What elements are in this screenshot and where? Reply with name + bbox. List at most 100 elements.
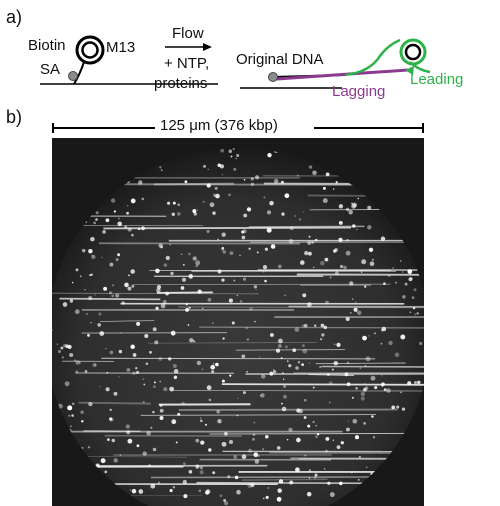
- dna-streak: [110, 183, 396, 186]
- fluorescent-spot: [363, 387, 367, 392]
- fluorescent-spot: [113, 458, 118, 463]
- fluorescent-spot: [346, 382, 351, 387]
- fluorescent-spot: [300, 260, 305, 265]
- fluorescent-spot: [228, 439, 234, 445]
- fluorescent-spot: [304, 250, 309, 256]
- fluorescent-spot: [269, 200, 274, 206]
- fluorescent-spot: [344, 372, 349, 377]
- fluorescent-spot: [262, 448, 265, 451]
- fluorescent-spot: [197, 289, 202, 294]
- fluorescent-spot: [336, 342, 341, 348]
- fluorescent-spot: [303, 323, 308, 328]
- fluorescent-spot: [326, 373, 330, 376]
- m13-outer-ring: [75, 35, 105, 65]
- fluorescent-spot: [333, 360, 339, 366]
- fluorescent-spot: [364, 365, 367, 367]
- fluorescent-spot: [210, 364, 216, 370]
- fluorescent-spot: [242, 391, 246, 395]
- fluorescent-spot: [222, 337, 225, 340]
- fluorescent-spot: [347, 420, 350, 422]
- fluorescent-spot: [187, 324, 190, 326]
- fluorescent-spot: [175, 441, 178, 444]
- fluorescent-spot: [110, 198, 116, 203]
- fluorescent-spot: [324, 257, 329, 262]
- fluorescent-spot: [188, 252, 191, 256]
- fluorescent-spot: [56, 343, 58, 345]
- fluorescent-spot: [150, 426, 153, 429]
- fluorescent-spot: [306, 491, 312, 497]
- fluorescent-spot: [325, 172, 330, 177]
- fluorescent-spot: [136, 321, 141, 326]
- fluorescent-spot: [401, 407, 406, 411]
- leading-arrow-head: [405, 66, 414, 75]
- replication-schematic: [40, 35, 431, 89]
- fluorescent-spot: [169, 386, 174, 392]
- fluorescent-spot: [171, 212, 176, 217]
- fluorescent-spot: [120, 332, 122, 334]
- fluorescent-spot: [308, 469, 312, 472]
- fluorescent-spot: [233, 455, 238, 459]
- fluorescent-spot: [206, 183, 211, 188]
- fluorescent-spot: [277, 264, 282, 269]
- fluorescent-spot: [325, 300, 329, 305]
- fluorescent-spot: [126, 368, 131, 372]
- fluorescent-spot: [316, 433, 320, 436]
- dna-streak: [83, 430, 141, 433]
- fluorescent-spot: [267, 486, 270, 490]
- lagging-strand: [276, 68, 409, 81]
- fluorescent-spot: [286, 438, 289, 441]
- fluorescent-spot: [61, 356, 64, 359]
- fluorescent-spot: [345, 207, 350, 212]
- panel-b-label: b): [6, 107, 23, 127]
- fluorescent-spot: [153, 381, 156, 384]
- fluorescent-spot: [213, 193, 217, 197]
- fluorescent-spot: [278, 479, 284, 484]
- dna-streak: [172, 390, 424, 392]
- fluorescent-spot: [308, 477, 311, 479]
- fluorescent-spot: [163, 387, 168, 392]
- fluorescent-spot: [75, 370, 79, 374]
- fluorescent-spot: [357, 479, 360, 481]
- fluorescent-spot: [302, 344, 305, 347]
- fluorescent-spot: [117, 217, 120, 220]
- fluorescent-spot: [339, 264, 344, 269]
- fluorescent-spot: [71, 414, 74, 417]
- fluorescent-spot: [111, 438, 116, 443]
- fluorescent-spot: [252, 437, 255, 441]
- fluorescent-spot: [118, 349, 123, 354]
- fluorescent-spot: [182, 479, 187, 485]
- fluorescent-spot: [167, 201, 171, 205]
- fluorescent-spot: [212, 322, 214, 324]
- fluorescent-spot: [303, 416, 307, 419]
- fluorescent-spot: [111, 284, 115, 287]
- fluorescent-spot: [296, 437, 301, 443]
- fluorescent-spot: [404, 282, 408, 286]
- fluorescent-spot: [221, 174, 224, 176]
- fluorescent-spot: [141, 197, 145, 201]
- fluorescent-spot: [263, 497, 265, 500]
- fluorescent-spot: [74, 309, 80, 315]
- fluorescent-spot: [200, 440, 205, 445]
- fluorescent-spot: [192, 340, 196, 343]
- fluorescent-spot: [105, 218, 110, 223]
- fluorescent-spot: [217, 269, 222, 274]
- fluorescent-spot: [292, 348, 297, 353]
- scale-bar-right-line: [314, 127, 424, 129]
- fluorescent-spot: [105, 387, 110, 392]
- fluorescent-spot: [358, 455, 362, 459]
- fluorescent-spot: [383, 282, 386, 286]
- fluorescent-spot: [94, 293, 96, 296]
- fluorescent-spot: [208, 448, 212, 452]
- fluorescent-spot: [208, 398, 212, 402]
- fluorescent-spot: [254, 459, 260, 464]
- fluorescent-spot: [283, 394, 287, 399]
- dna-streak: [290, 457, 424, 461]
- fluorescent-spot: [137, 227, 141, 231]
- fluorescent-spot: [313, 476, 317, 479]
- fluorescent-spot: [307, 424, 311, 428]
- fluorescent-spot: [195, 464, 200, 469]
- fluorescent-spot: [371, 415, 374, 418]
- fluorescent-spot: [132, 353, 137, 357]
- fluorescent-spot: [93, 221, 96, 225]
- dna-streak: [81, 332, 228, 334]
